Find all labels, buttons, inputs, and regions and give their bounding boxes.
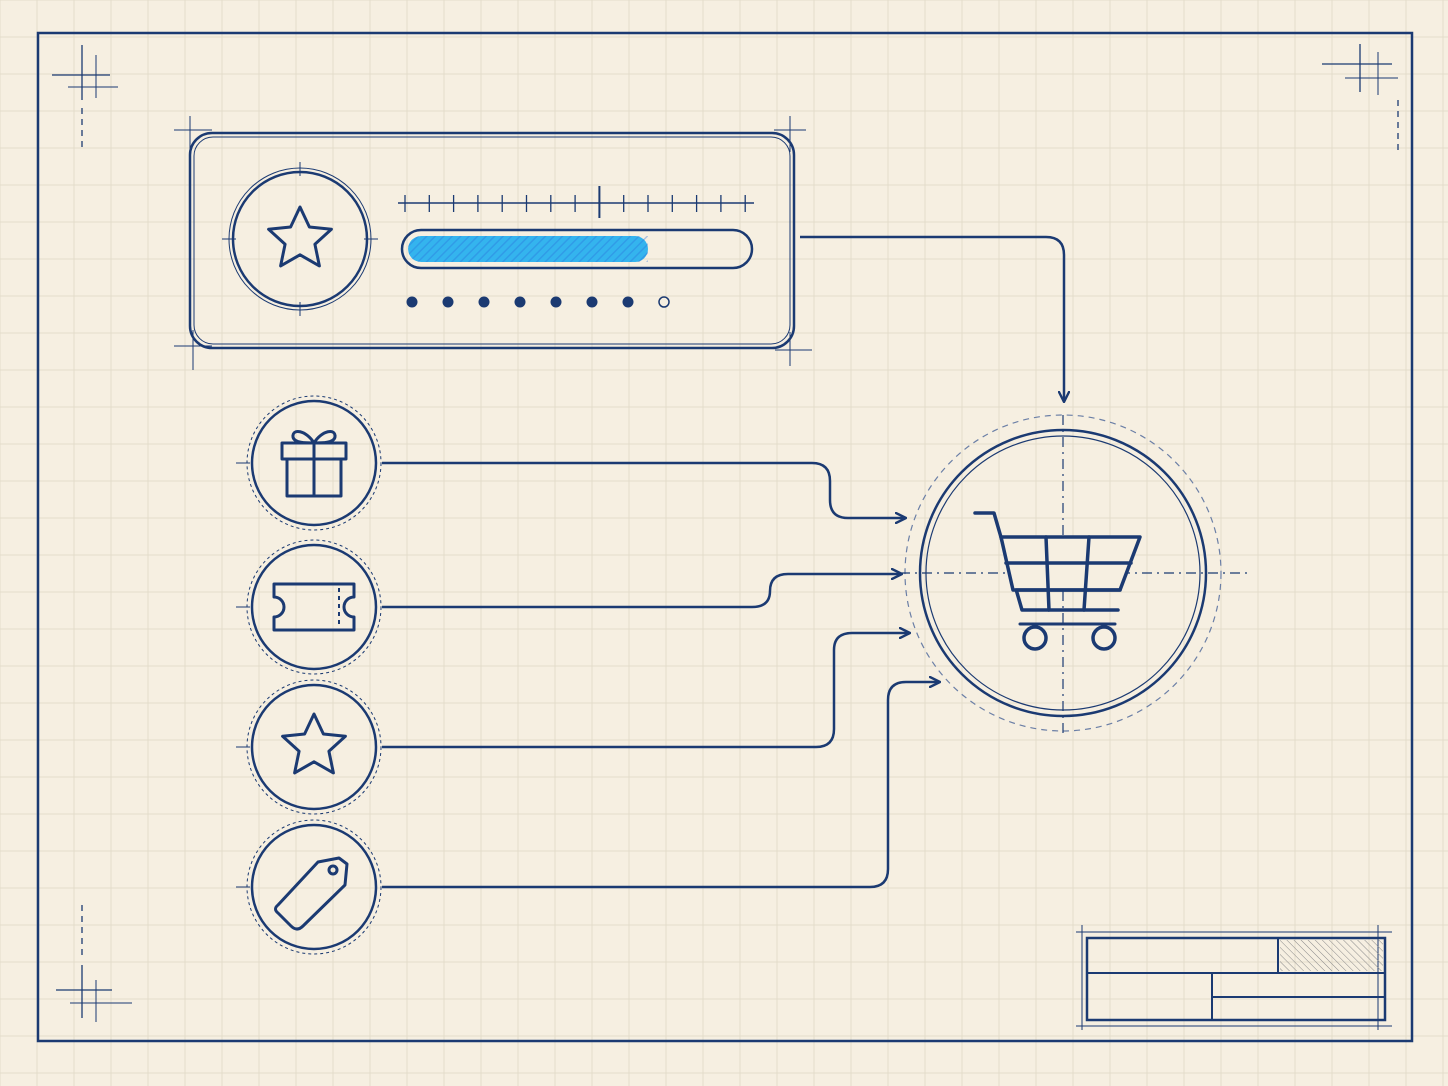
title-block [1076,925,1392,1030]
connector-ticket-to-cart [382,574,902,609]
step-dot-completed [442,296,454,308]
step-dot-completed [406,296,418,308]
progress-bar [400,228,754,270]
connector-tag-to-cart [382,682,940,889]
gift-icon [280,430,348,498]
progress-bar-hatch [408,236,648,262]
star-icon [267,205,333,268]
title-block-shaded-cell [1280,940,1383,971]
source-connectors [382,461,940,889]
star-icon [281,712,347,775]
step-dot-completed [622,296,634,308]
registration-mark-top-left [52,45,118,148]
step-dot-completed [586,296,598,308]
shopping-cart-icon [973,511,1142,651]
progress-card [174,116,812,370]
registration-mark-top-right [1322,44,1399,150]
shopping-cart-target[interactable] [900,414,1248,735]
progress-ruler [398,186,754,218]
registration-mark-bottom-left [56,905,132,1022]
reward-source-star[interactable] [236,679,382,815]
reward-source-ticket[interactable] [236,539,382,675]
price-tag-icon [274,856,349,931]
connector-gift-to-cart [382,461,906,518]
step-dot-pending [658,296,670,308]
reward-source-tag[interactable] [236,819,382,955]
step-dot-completed [550,296,562,308]
registration-marks [52,44,1399,1022]
step-dot-completed [514,296,526,308]
reward-source-gift[interactable] [236,395,382,531]
star-badge[interactable] [222,162,378,316]
ticket-icon [272,582,356,632]
connector-star-to-cart [382,633,910,749]
step-dot-completed [478,296,490,308]
sheet-border [36,31,1414,1043]
step-dots [406,296,670,308]
connector-card-to-cart [800,235,1064,402]
card-construction-lines [174,116,812,370]
